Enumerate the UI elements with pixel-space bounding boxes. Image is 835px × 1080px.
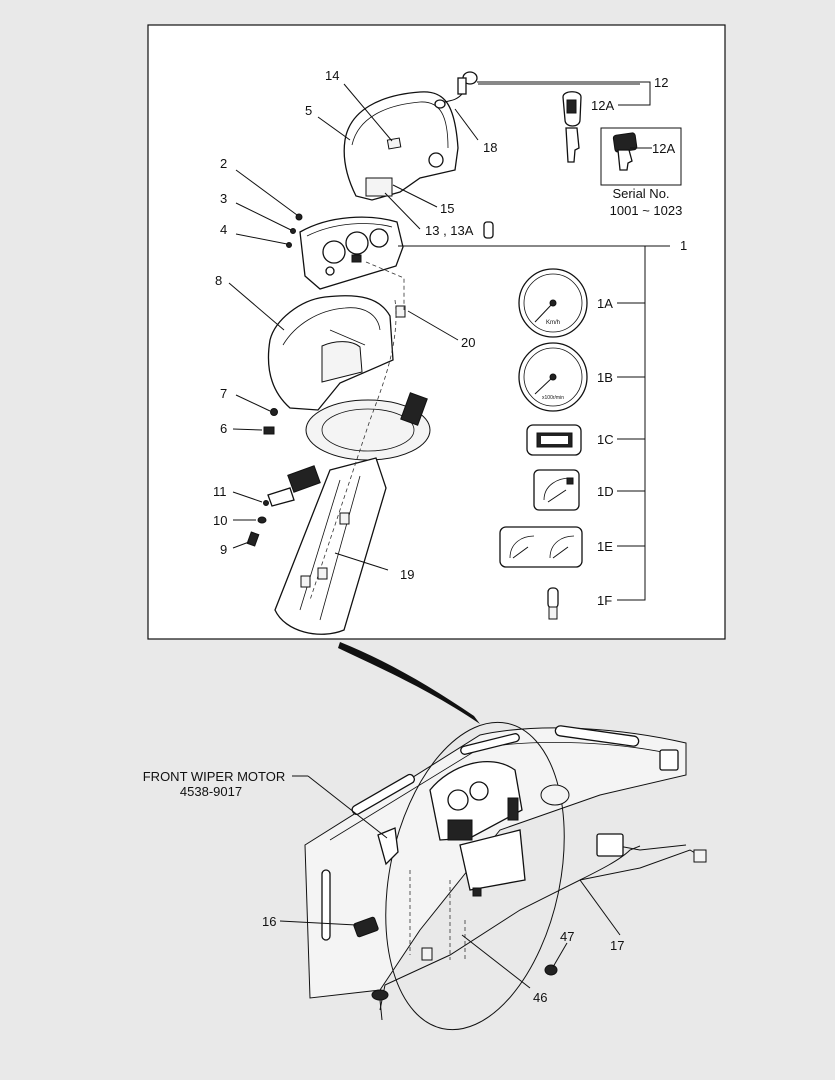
label-1: 1 bbox=[680, 238, 687, 253]
label-10: 10 bbox=[213, 513, 227, 528]
bolts-6-7-9-10-11 bbox=[246, 408, 278, 547]
label-14: 14 bbox=[325, 68, 339, 83]
wiper-line-2: 4538-9017 bbox=[180, 784, 242, 799]
gauge-1D-fuel bbox=[533, 469, 580, 511]
label-3: 3 bbox=[220, 191, 227, 206]
serial-line-2: 1001 ~ 1023 bbox=[610, 203, 683, 218]
label-1E: 1E bbox=[597, 539, 613, 554]
label-11: 11 bbox=[213, 484, 227, 499]
serial-line-1: Serial No. bbox=[612, 186, 669, 201]
label-1C: 1C bbox=[597, 432, 614, 447]
label-46: 46 bbox=[533, 990, 547, 1005]
label-8: 8 bbox=[215, 273, 222, 288]
label-12: 12 bbox=[654, 75, 668, 90]
front-wiper-motor bbox=[377, 827, 399, 866]
label-1A: 1A bbox=[597, 296, 613, 311]
speedo-unit: Km/h bbox=[546, 320, 560, 326]
bulb-13A-icon bbox=[483, 221, 494, 239]
label-5: 5 bbox=[305, 103, 312, 118]
meter-hood-5 bbox=[343, 91, 459, 201]
gauge-1C-hourmeter bbox=[526, 424, 582, 456]
gauge-1A-speedometer: Km/h bbox=[518, 268, 588, 338]
label-2: 2 bbox=[220, 156, 227, 171]
label-19: 19 bbox=[400, 567, 414, 582]
key-icon-serial bbox=[612, 132, 638, 171]
harness-17 bbox=[353, 833, 707, 1021]
screws-2-3-4 bbox=[286, 213, 303, 248]
label-1D: 1D bbox=[597, 484, 614, 499]
label-7: 7 bbox=[220, 386, 227, 401]
label-13-13A: 13 , 13A bbox=[425, 223, 474, 238]
label-47: 47 bbox=[560, 929, 574, 944]
dashboard-panel bbox=[304, 725, 687, 999]
serial-key-box bbox=[600, 127, 682, 186]
label-16: 16 bbox=[262, 914, 276, 929]
callout-labels: 14 5 12 12A 12A 18 2 3 4 15 13 , 13A 1 8… bbox=[143, 68, 688, 1005]
label-18: 18 bbox=[483, 140, 497, 155]
lower-meter-cluster bbox=[429, 761, 570, 891]
connector-arrow bbox=[338, 642, 480, 724]
gauge-1E-temp-fuel bbox=[499, 526, 583, 568]
bulb-1F bbox=[547, 587, 559, 620]
gauge-1B-tachometer: x100r/min bbox=[518, 342, 588, 412]
label-4: 4 bbox=[220, 222, 227, 237]
wiper-line-1: FRONT WIPER MOTOR bbox=[143, 769, 286, 784]
tacho-unit: x100r/min bbox=[542, 395, 564, 401]
meter-cluster-1 bbox=[299, 216, 404, 290]
key-icon-12A bbox=[562, 91, 582, 163]
label-12A-box: 12A bbox=[652, 141, 675, 156]
label-12A: 12A bbox=[591, 98, 614, 113]
label-15: 15 bbox=[440, 201, 454, 216]
label-1F: 1F bbox=[597, 593, 612, 608]
label-9: 9 bbox=[220, 542, 227, 557]
leader-lines-lower bbox=[279, 775, 621, 989]
steering-column-19 bbox=[267, 299, 431, 635]
label-17: 17 bbox=[610, 938, 624, 953]
label-1B: 1B bbox=[597, 370, 613, 385]
label-20: 20 bbox=[461, 335, 475, 350]
key-switch-12 bbox=[434, 71, 478, 109]
leader-lines-upper bbox=[228, 81, 670, 601]
label-6: 6 bbox=[220, 421, 227, 436]
meter-case-8 bbox=[267, 295, 406, 411]
